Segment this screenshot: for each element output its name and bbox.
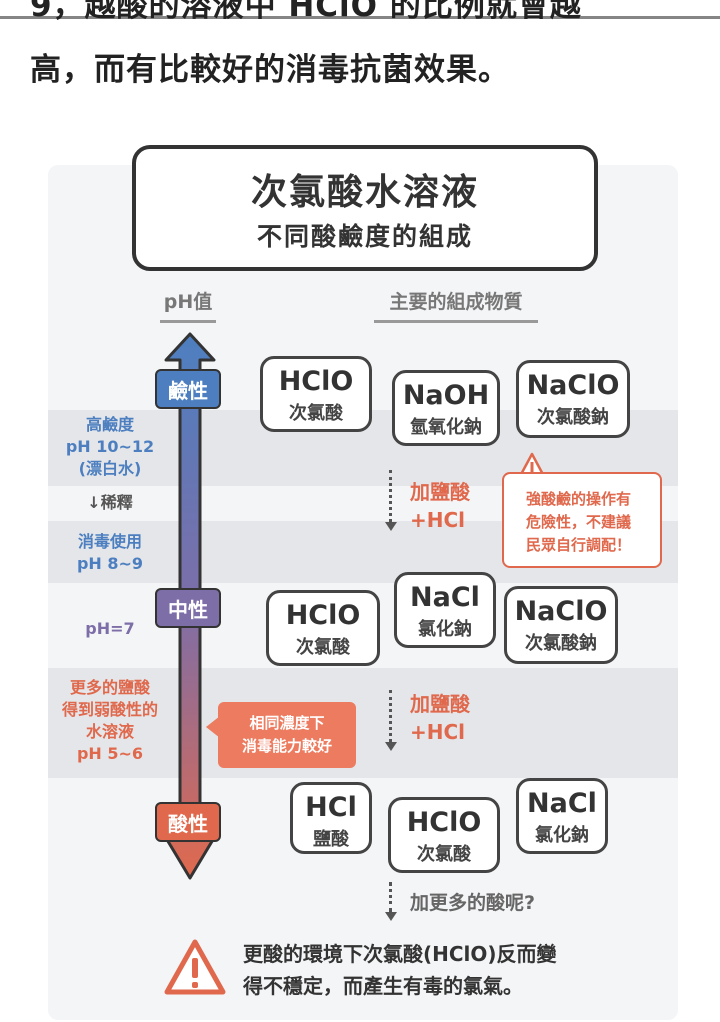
label-acid-more-4: pH 5~6 — [76, 744, 144, 763]
molecule-hclo-2: HClO 次氯酸 — [266, 590, 380, 666]
add-acid-1-line-2: +HCl — [410, 508, 466, 532]
molecule-naoh: NaOH 氫氧化鈉 — [392, 370, 500, 446]
molecule-formula: NaOH — [402, 380, 490, 411]
callout-pointer — [206, 716, 220, 738]
label-high-alkali-2: pH 10~12 — [65, 437, 155, 456]
label-acid-more: 更多的鹽酸 得到弱酸性的 水溶液 pH 5~6 — [55, 677, 165, 765]
molecule-formula: HClO — [406, 807, 482, 838]
label-acid-more-3: 水溶液 — [85, 722, 134, 741]
molecule-name: 氫氧化鈉 — [410, 417, 482, 438]
article-line-1: 9，越酸的溶液中 HClO 的比例就會越 — [30, 0, 582, 24]
label-acid-more-1: 更多的鹽酸 — [69, 678, 150, 697]
band-acid — [48, 668, 678, 778]
molecule-formula: NaCl — [527, 788, 597, 819]
tag-alkaline: 鹼性 — [155, 369, 221, 409]
molecule-name: 次氯酸 — [289, 403, 343, 424]
molecule-nacl-2: NaCl 氯化鈉 — [516, 778, 608, 854]
figure-title-box: 次氯酸水溶液 不同酸鹼度的組成 — [132, 145, 598, 271]
molecule-name: 次氯酸鈉 — [525, 633, 597, 654]
add-acid-2-line-1: 加鹽酸 — [410, 692, 470, 716]
add-acid-1-line-1: 加鹽酸 — [410, 480, 470, 504]
bottom-warning-text: 更酸的環境下次氯酸(HClO)反而變 得不穩定，而產生有毒的氯氣。 — [243, 938, 557, 1002]
molecule-hcl: HCl 鹽酸 — [290, 782, 372, 854]
molecule-formula: NaCl — [410, 582, 480, 613]
molecule-hclo-1: HClO 次氯酸 — [260, 356, 372, 432]
arrow-head-3 — [385, 912, 397, 921]
add-acid-2-line-2: +HCl — [410, 720, 466, 744]
molecule-naclo-1: NaClO 次氯酸鈉 — [516, 360, 630, 438]
add-acid-1: 加鹽酸 +HCl — [410, 478, 470, 534]
molecule-name: 鹽酸 — [313, 829, 349, 850]
article-line-2: 高，而有比較好的消毒抗菌效果。 — [30, 52, 510, 88]
label-disinfect-2: pH 8~9 — [76, 554, 144, 573]
arrow-head-2 — [385, 742, 397, 751]
molecule-naclo-2: NaClO 次氯酸鈉 — [504, 586, 618, 664]
tag-acidic: 酸性 — [155, 802, 221, 842]
molecule-nacl-1: NaCl 氯化鈉 — [394, 572, 496, 648]
label-high-alkali-3: (漂白水) — [78, 459, 142, 478]
label-high-alkali-1: 高鹼度 — [85, 415, 134, 434]
dotted-arrow-3 — [389, 882, 392, 912]
warning-line-2: 危險性，不建議 — [526, 513, 632, 531]
callout-box: 相同濃度下 消毒能力較好 — [218, 702, 356, 768]
molecule-name: 氯化鈉 — [418, 619, 472, 640]
label-neutral-ph: pH=7 — [85, 619, 135, 638]
composition-header: 主要的組成物質 — [374, 287, 538, 323]
molecule-name: 次氯酸 — [296, 637, 350, 658]
label-disinfect-1: 消毒使用 — [77, 532, 142, 551]
arrow-head-1 — [385, 522, 397, 531]
dotted-arrow-2 — [389, 690, 392, 742]
bottom-warning-line-2: 得不穩定，而產生有毒的氯氣。 — [243, 974, 523, 998]
label-high-alkali: 高鹼度 pH 10~12 (漂白水) — [60, 414, 160, 480]
molecule-formula: HClO — [278, 366, 354, 397]
bottom-warning-line-1: 更酸的環境下次氯酸(HClO)反而變 — [243, 942, 557, 966]
dotted-arrow-1 — [389, 470, 392, 522]
warning-box: 強酸鹼的操作有 危險性，不建議 民眾自行調配！ — [502, 472, 662, 568]
molecule-name: 氯化鈉 — [535, 825, 589, 846]
molecule-formula: NaClO — [526, 370, 620, 401]
bottom-warning-icon — [164, 939, 226, 995]
label-disinfect: 消毒使用 pH 8~9 — [60, 531, 160, 575]
molecule-hclo-3: HClO 次氯酸 — [388, 797, 500, 873]
molecule-formula: NaClO — [514, 596, 608, 627]
figure-subtitle: 不同酸鹼度的組成 — [256, 222, 473, 251]
molecule-name: 次氯酸鈉 — [537, 407, 609, 428]
callout-line-1: 相同濃度下 — [249, 714, 325, 732]
warning-line-3: 民眾自行調配！ — [526, 536, 632, 554]
figure-title: 次氯酸水溶液 — [250, 172, 479, 213]
ph-header: pH值 — [160, 287, 216, 323]
label-dilute: ↓稀釋 — [87, 493, 133, 512]
add-acid-2: 加鹽酸 +HCl — [410, 690, 470, 746]
tag-neutral: 中性 — [155, 588, 221, 628]
molecule-formula: HClO — [285, 600, 361, 631]
molecule-name: 次氯酸 — [417, 844, 471, 865]
molecule-formula: HCl — [305, 792, 357, 823]
more-acid-question: 加更多的酸呢? — [410, 892, 536, 914]
label-acid-more-2: 得到弱酸性的 — [61, 700, 158, 719]
top-rule — [0, 16, 720, 19]
callout-line-2: 消毒能力較好 — [241, 737, 332, 755]
warning-line-1: 強酸鹼的操作有 — [526, 490, 632, 508]
